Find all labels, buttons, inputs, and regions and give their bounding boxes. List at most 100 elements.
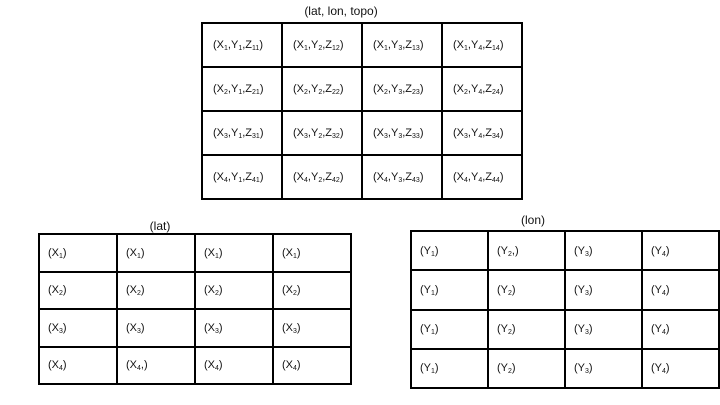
grid-cell: (X4) (38, 345, 118, 385)
x-index: 1 (293, 252, 297, 260)
grid-cell: (X2) (38, 270, 118, 310)
y-index: 3 (585, 329, 589, 337)
grid-cell: (X3) (272, 308, 352, 348)
grid-cell: (X4,Y3,Z43) (361, 154, 443, 200)
lon-grid-title: (lon) (520, 213, 545, 227)
x-index: 2 (224, 89, 228, 96)
y-index: 4 (662, 289, 666, 297)
grid-cell: (Y1) (410, 308, 489, 350)
grid-cell: (X3) (116, 308, 196, 348)
x-index: 4 (304, 177, 308, 184)
y-index: 4 (478, 133, 483, 140)
grid-cell: (X4) (194, 345, 274, 385)
grid-cell: (X1,Y4,Z14) (441, 22, 523, 68)
y-index: 2 (508, 329, 512, 337)
grid-cell: (X1) (116, 233, 196, 273)
grid-cell: (X2) (194, 270, 274, 310)
z-index: 11 (252, 45, 260, 52)
x-index: 2 (59, 290, 63, 298)
z-index: 33 (412, 133, 420, 140)
extra-mark: , (511, 244, 515, 257)
y-index: 3 (398, 45, 403, 52)
y-index: 4 (662, 250, 666, 258)
y-index: 3 (398, 177, 403, 184)
grid-cell: (X4,Y2,Z42) (281, 154, 363, 200)
grid-row: (X4)(X4,)(X4)(X4) (38, 345, 352, 385)
x-index: 4 (215, 365, 219, 373)
grid-row: (Y1)(Y2)(Y3)(Y4) (410, 308, 720, 350)
grid-cell: (Y4) (641, 308, 720, 350)
x-index: 3 (293, 327, 297, 335)
y-index: 2 (508, 289, 512, 297)
z-index: 34 (492, 133, 500, 140)
grid-cell: (Y1) (410, 269, 489, 311)
x-index: 4 (137, 365, 141, 373)
y-index: 4 (662, 368, 666, 376)
grid-cell: (X3) (38, 308, 118, 348)
grid-cell: (Y2,) (487, 229, 566, 272)
x-index: 1 (224, 45, 228, 52)
x-index: 1 (304, 45, 308, 52)
grid-cell: (X1,Y2,Z12) (281, 22, 363, 68)
x-index: 3 (215, 327, 219, 335)
grid-cell: (X1) (272, 233, 352, 273)
x-index: 4 (224, 177, 228, 184)
grid-row: (Y1)(Y2)(Y3)(Y4) (410, 347, 720, 390)
x-index: 1 (59, 252, 63, 260)
grid-cell: (Y2) (487, 347, 566, 390)
grid-cell: (X3,Y2,Z32) (281, 110, 363, 156)
z-index: 32 (332, 133, 340, 140)
z-index: 14 (492, 45, 500, 52)
y-index: 4 (662, 329, 666, 337)
lon-grid: (Y1)(Y2,)(Y3)(Y4)(Y1)(Y2)(Y3)(Y4)(Y1)(Y2… (410, 229, 720, 390)
x-index: 4 (59, 365, 63, 373)
grid-cell: (X3,Y1,Z31) (201, 110, 283, 156)
grid-cell: (X3) (194, 308, 274, 348)
x-index: 2 (304, 89, 308, 96)
y-index: 4 (478, 45, 483, 52)
grid-cell: (Y3) (564, 347, 643, 390)
grid-cell: (X4,Y4,Z44) (441, 154, 523, 200)
x-index: 3 (137, 327, 141, 335)
grid-cell: (X2,Y3,Z23) (361, 66, 443, 112)
y-index: 3 (398, 89, 403, 96)
grid-cell: (X4,) (116, 345, 196, 385)
grid-cell: (X3,Y4,Z34) (441, 110, 523, 156)
x-index: 3 (59, 327, 63, 335)
y-index: 1 (238, 133, 243, 140)
y-index: 4 (478, 177, 483, 184)
y-index: 1 (238, 45, 243, 52)
grid-cell: (X1,Y3,Z13) (361, 22, 443, 68)
main-grid-title: (lat, lon, topo) (304, 4, 378, 18)
x-index: 1 (464, 45, 468, 52)
grid-row: (X2,Y1,Z21)(X2,Y2,Z22)(X2,Y3,Z23)(X2,Y4,… (201, 66, 523, 112)
grid-cell: (X4,Y1,Z41) (201, 154, 283, 200)
x-index: 3 (224, 133, 228, 140)
grid-cell: (Y1) (410, 347, 489, 390)
grid-cell: (X3,Y3,Z33) (361, 110, 443, 156)
grid-cell: (Y4) (641, 269, 720, 311)
grid-cell: (Y4) (641, 229, 720, 272)
y-index: 2 (318, 177, 323, 184)
grid-cell: (Y1) (410, 229, 489, 272)
x-index: 3 (384, 133, 388, 140)
y-index: 3 (585, 368, 589, 376)
grid-cell: (X2,Y4,Z24) (441, 66, 523, 112)
y-index: 1 (431, 329, 435, 337)
grid-row: (Y1)(Y2)(Y3)(Y4) (410, 269, 720, 311)
x-index: 2 (293, 290, 297, 298)
grid-row: (Y1)(Y2,)(Y3)(Y4) (410, 229, 720, 272)
y-index: 2 (508, 368, 512, 376)
z-index: 13 (412, 45, 420, 52)
extra-mark: , (140, 359, 144, 372)
y-index: 1 (238, 177, 243, 184)
grid-row: (X1)(X1)(X1)(X1) (38, 233, 352, 273)
grid-cell: (X1) (38, 233, 118, 273)
grid-cell: (X4) (272, 345, 352, 385)
grid-cell: (X2,Y2,Z22) (281, 66, 363, 112)
z-index: 23 (412, 89, 420, 96)
y-index: 2 (508, 250, 512, 258)
z-index: 41 (252, 177, 260, 184)
x-index: 2 (137, 290, 141, 298)
z-index: 24 (492, 89, 500, 96)
